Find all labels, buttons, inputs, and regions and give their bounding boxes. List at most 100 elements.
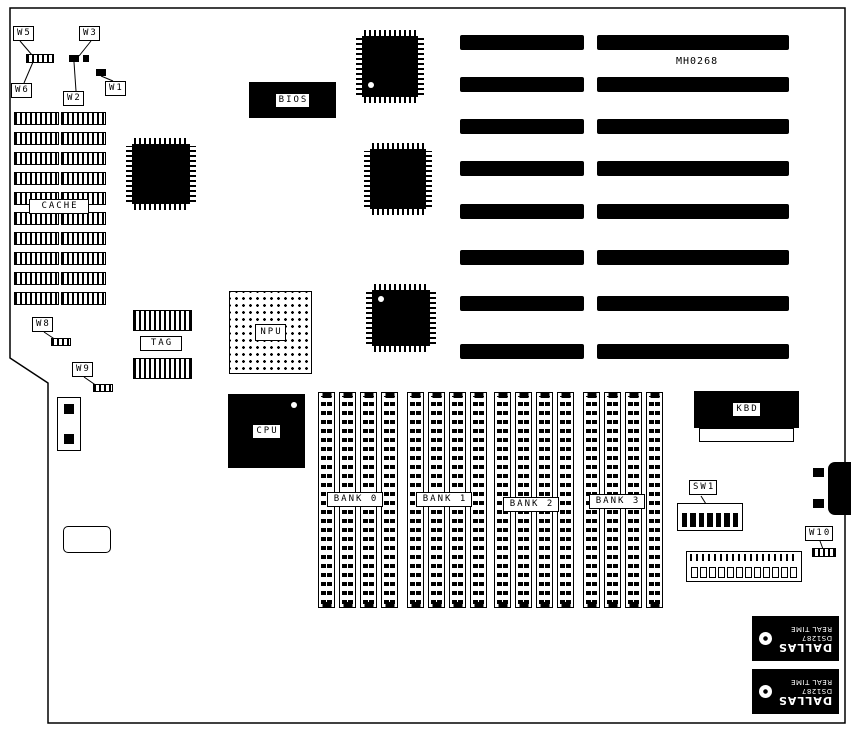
- cache-chip: [14, 172, 59, 185]
- bios-label: BIOS: [274, 92, 311, 108]
- connector-hatch: [690, 554, 798, 561]
- jumper-block: [96, 69, 106, 76]
- isa-slot: [597, 35, 789, 50]
- isa-slot: [460, 35, 584, 50]
- cache-label: CACHE: [29, 199, 89, 214]
- sw1-label: SW1: [689, 480, 718, 495]
- isa-slot: [597, 250, 789, 265]
- cache-chip: [14, 272, 59, 285]
- memory-socket: [646, 392, 663, 608]
- qfp-chip: [356, 30, 424, 103]
- connector-pin: [790, 567, 797, 578]
- connector-pin: [772, 567, 779, 578]
- isa-slot: [460, 296, 584, 311]
- jumper-block: [83, 55, 89, 62]
- cache-chip: [14, 292, 59, 305]
- dip-switch-sw1: [677, 503, 743, 531]
- connector-pin: [691, 567, 698, 578]
- pin1-marker: [368, 82, 374, 88]
- memory-socket: [381, 392, 398, 608]
- connector-pin: [736, 567, 743, 578]
- connector-pin: [727, 567, 734, 578]
- connector-pin: [64, 434, 74, 444]
- isa-slot: [597, 344, 789, 359]
- cache-chip: [61, 272, 106, 285]
- connector-pin: [64, 404, 74, 414]
- bank2-label: BANK 2: [503, 497, 559, 512]
- dip-switch-pole: [690, 513, 696, 527]
- dip-switch-pole: [715, 513, 722, 527]
- tag-chip: [133, 310, 192, 331]
- jumper-label-w9: W9: [72, 362, 93, 377]
- dip-switch-pole: [682, 513, 688, 527]
- bank1-label: BANK 1: [416, 492, 472, 507]
- rtc-function: REAL TIME: [790, 625, 833, 633]
- connector-tab: [813, 499, 824, 508]
- rtc-chip-print: DALLAS DS1287 REAL TIME: [752, 616, 839, 661]
- rtc-text: DALLAS DS1287 REAL TIME: [777, 677, 833, 707]
- isa-slot: [597, 161, 789, 176]
- rtc-text: DALLAS DS1287 REAL TIME: [777, 624, 833, 654]
- tag-label: TAG: [140, 336, 182, 351]
- jumper-block: [51, 338, 71, 346]
- keyboard-din-connector: [828, 462, 851, 515]
- qfp-chip: [366, 284, 436, 352]
- jumper-label-w5: W5: [13, 26, 34, 41]
- jumper-label-w3: W3: [79, 26, 100, 41]
- jumper-label-w10: W10: [805, 526, 834, 541]
- rtc-chip-print: DALLAS DS1287 REAL TIME: [752, 669, 839, 714]
- rtc-brand: DALLAS: [777, 694, 833, 707]
- memory-socket: [557, 392, 574, 608]
- cache-chip: [14, 252, 59, 265]
- board-outline: [9, 7, 846, 724]
- cpu-chip: CPU: [228, 394, 305, 468]
- dallas-logo-icon: [758, 685, 772, 698]
- jumper-block: [69, 55, 79, 62]
- connector-pin: [763, 567, 770, 578]
- power-connector: [57, 397, 81, 451]
- rtc-chip: DALLAS DS1287 REAL TIME: [752, 669, 839, 714]
- jumper-block: [93, 384, 113, 392]
- kbd-chip: KBD: [694, 391, 799, 428]
- isa-slot: [460, 161, 584, 176]
- connector-pin: [718, 567, 725, 578]
- isa-slot: [460, 77, 584, 92]
- rtc-brand: DALLAS: [777, 641, 833, 654]
- pin1-marker: [378, 296, 384, 302]
- cpu-label: CPU: [252, 423, 281, 439]
- isa-slot: [597, 77, 789, 92]
- cache-chip: [61, 232, 106, 245]
- pin-header-connector: [686, 551, 802, 582]
- cache-chip: [14, 232, 59, 245]
- connector-pin: [781, 567, 788, 578]
- isa-slot: [597, 296, 789, 311]
- cache-chip: [61, 292, 106, 305]
- dip-switch-pole: [732, 513, 738, 527]
- npu-socket: NPU: [229, 291, 312, 374]
- isa-slot: [597, 119, 789, 134]
- tag-chip: [133, 358, 192, 379]
- connector-pins: [691, 567, 797, 578]
- kbd-label: KBD: [732, 402, 761, 417]
- isa-slot: [460, 344, 584, 359]
- cache-chip: [61, 152, 106, 165]
- cache-chip: [61, 132, 106, 145]
- kbd-socket: [699, 428, 794, 442]
- rtc-chip: DALLAS DS1287 REAL TIME: [752, 616, 839, 661]
- isa-slot: [597, 204, 789, 219]
- connector-pin: [754, 567, 761, 578]
- qfp-chip: [364, 143, 432, 215]
- cache-chip: [61, 112, 106, 125]
- dip-switch-pole: [698, 513, 705, 527]
- memory-socket: [407, 392, 424, 608]
- leader-lines: [19, 40, 824, 550]
- cache-chip: [14, 132, 59, 145]
- cache-chip: [14, 152, 59, 165]
- dip-switch-pole: [724, 513, 730, 527]
- jumper-label-w1: W1: [105, 81, 126, 96]
- pin1-marker: [291, 402, 297, 408]
- npu-label: NPU: [255, 324, 286, 341]
- part-number: MH0268: [676, 56, 719, 67]
